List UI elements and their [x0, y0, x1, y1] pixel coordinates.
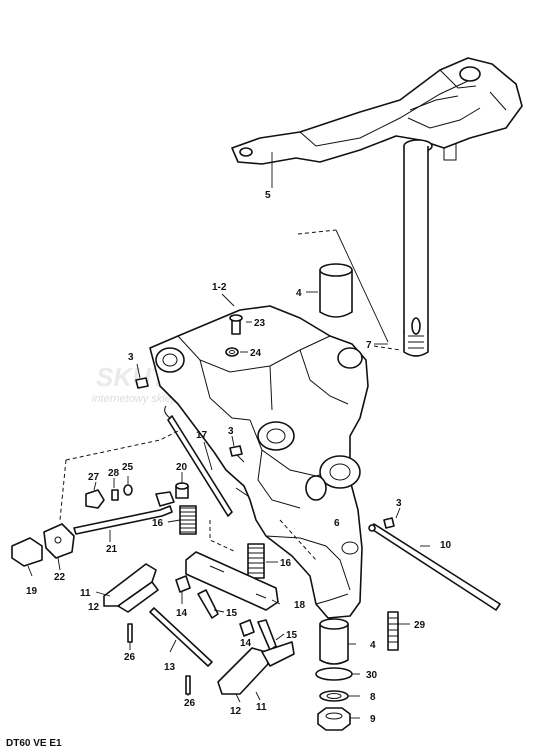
grip-19	[11, 537, 43, 567]
grease-nipple-mid	[229, 445, 243, 457]
tilt-rod	[368, 523, 501, 611]
steering-bracket	[231, 57, 523, 357]
callout-3-mid: 3	[228, 426, 234, 437]
callout-23: 23	[254, 318, 266, 329]
callout-21: 21	[106, 544, 118, 555]
bushing-upper	[319, 263, 353, 318]
callout-14-upper: 14	[176, 608, 188, 619]
callout-14-lower: 14	[240, 638, 252, 649]
clip-27	[85, 489, 105, 509]
callout-8: 8	[370, 692, 376, 703]
callout-22: 22	[54, 572, 66, 583]
nut-9	[317, 707, 351, 731]
shaft-13	[149, 607, 213, 667]
callout-30: 30	[366, 670, 378, 681]
callout-15-upper: 15	[226, 608, 238, 619]
bolt-23	[229, 314, 243, 335]
screw-28	[111, 489, 119, 501]
callout-7: 7	[366, 340, 372, 351]
spring-15-lower	[257, 619, 277, 651]
grease-nipple-left	[135, 377, 149, 389]
callout-3-left: 3	[128, 352, 134, 363]
rod-17	[167, 415, 233, 517]
bolt-14-lower	[239, 619, 255, 637]
callout-13: 13	[164, 662, 176, 673]
washer-8	[319, 690, 349, 702]
callout-27: 27	[88, 472, 100, 483]
callout-20: 20	[176, 462, 188, 473]
diagram-code: DT60 VE E1	[6, 738, 62, 749]
callout-18: 18	[294, 600, 306, 611]
callout-1-2: 1-2	[212, 282, 227, 293]
callout-10: 10	[440, 540, 452, 551]
callout-11-upper: 11	[80, 588, 91, 599]
washer-24	[225, 347, 239, 357]
spring-16-left	[179, 505, 197, 535]
plate-18	[185, 551, 279, 611]
bolt-14-upper	[175, 575, 191, 593]
bolt-26-lower	[185, 675, 191, 695]
lever-21	[73, 491, 175, 535]
callout-5: 5	[265, 190, 271, 201]
callout-24: 24	[250, 348, 262, 359]
swivel-case	[149, 305, 369, 619]
callout-26-upper: 26	[124, 652, 136, 663]
lever-11-lower	[217, 647, 269, 695]
bushing-lower	[319, 618, 349, 665]
plate-12-upper	[117, 581, 159, 613]
callout-12-lower: 12	[230, 706, 242, 717]
callout-16-left: 16	[152, 518, 164, 529]
spring-29	[387, 611, 399, 651]
spring-15-upper	[197, 589, 219, 619]
washer-25	[123, 484, 133, 496]
callout-19: 19	[26, 586, 38, 597]
callout-4-lower: 4	[370, 640, 376, 651]
callout-3-right: 3	[396, 498, 402, 509]
callout-16-right: 16	[280, 558, 292, 569]
callout-25: 25	[122, 462, 134, 473]
callout-4-upper: 4	[296, 288, 302, 299]
callout-12-upper: 12	[88, 602, 100, 613]
callout-17: 17	[196, 430, 208, 441]
callout-11-lower: 11	[256, 702, 267, 713]
bolt-26-upper	[127, 623, 133, 643]
bracket-22	[43, 523, 75, 559]
callout-28: 28	[108, 468, 120, 479]
callout-15-lower: 15	[286, 630, 298, 641]
callout-9: 9	[370, 714, 376, 725]
washer-30	[315, 667, 353, 681]
callout-29: 29	[414, 620, 426, 631]
plate-12-lower	[261, 641, 295, 667]
grease-nipple-right	[383, 517, 395, 529]
callout-6: 6	[334, 518, 340, 529]
callout-26-lower: 26	[184, 698, 196, 709]
spring-16-right	[247, 543, 265, 579]
